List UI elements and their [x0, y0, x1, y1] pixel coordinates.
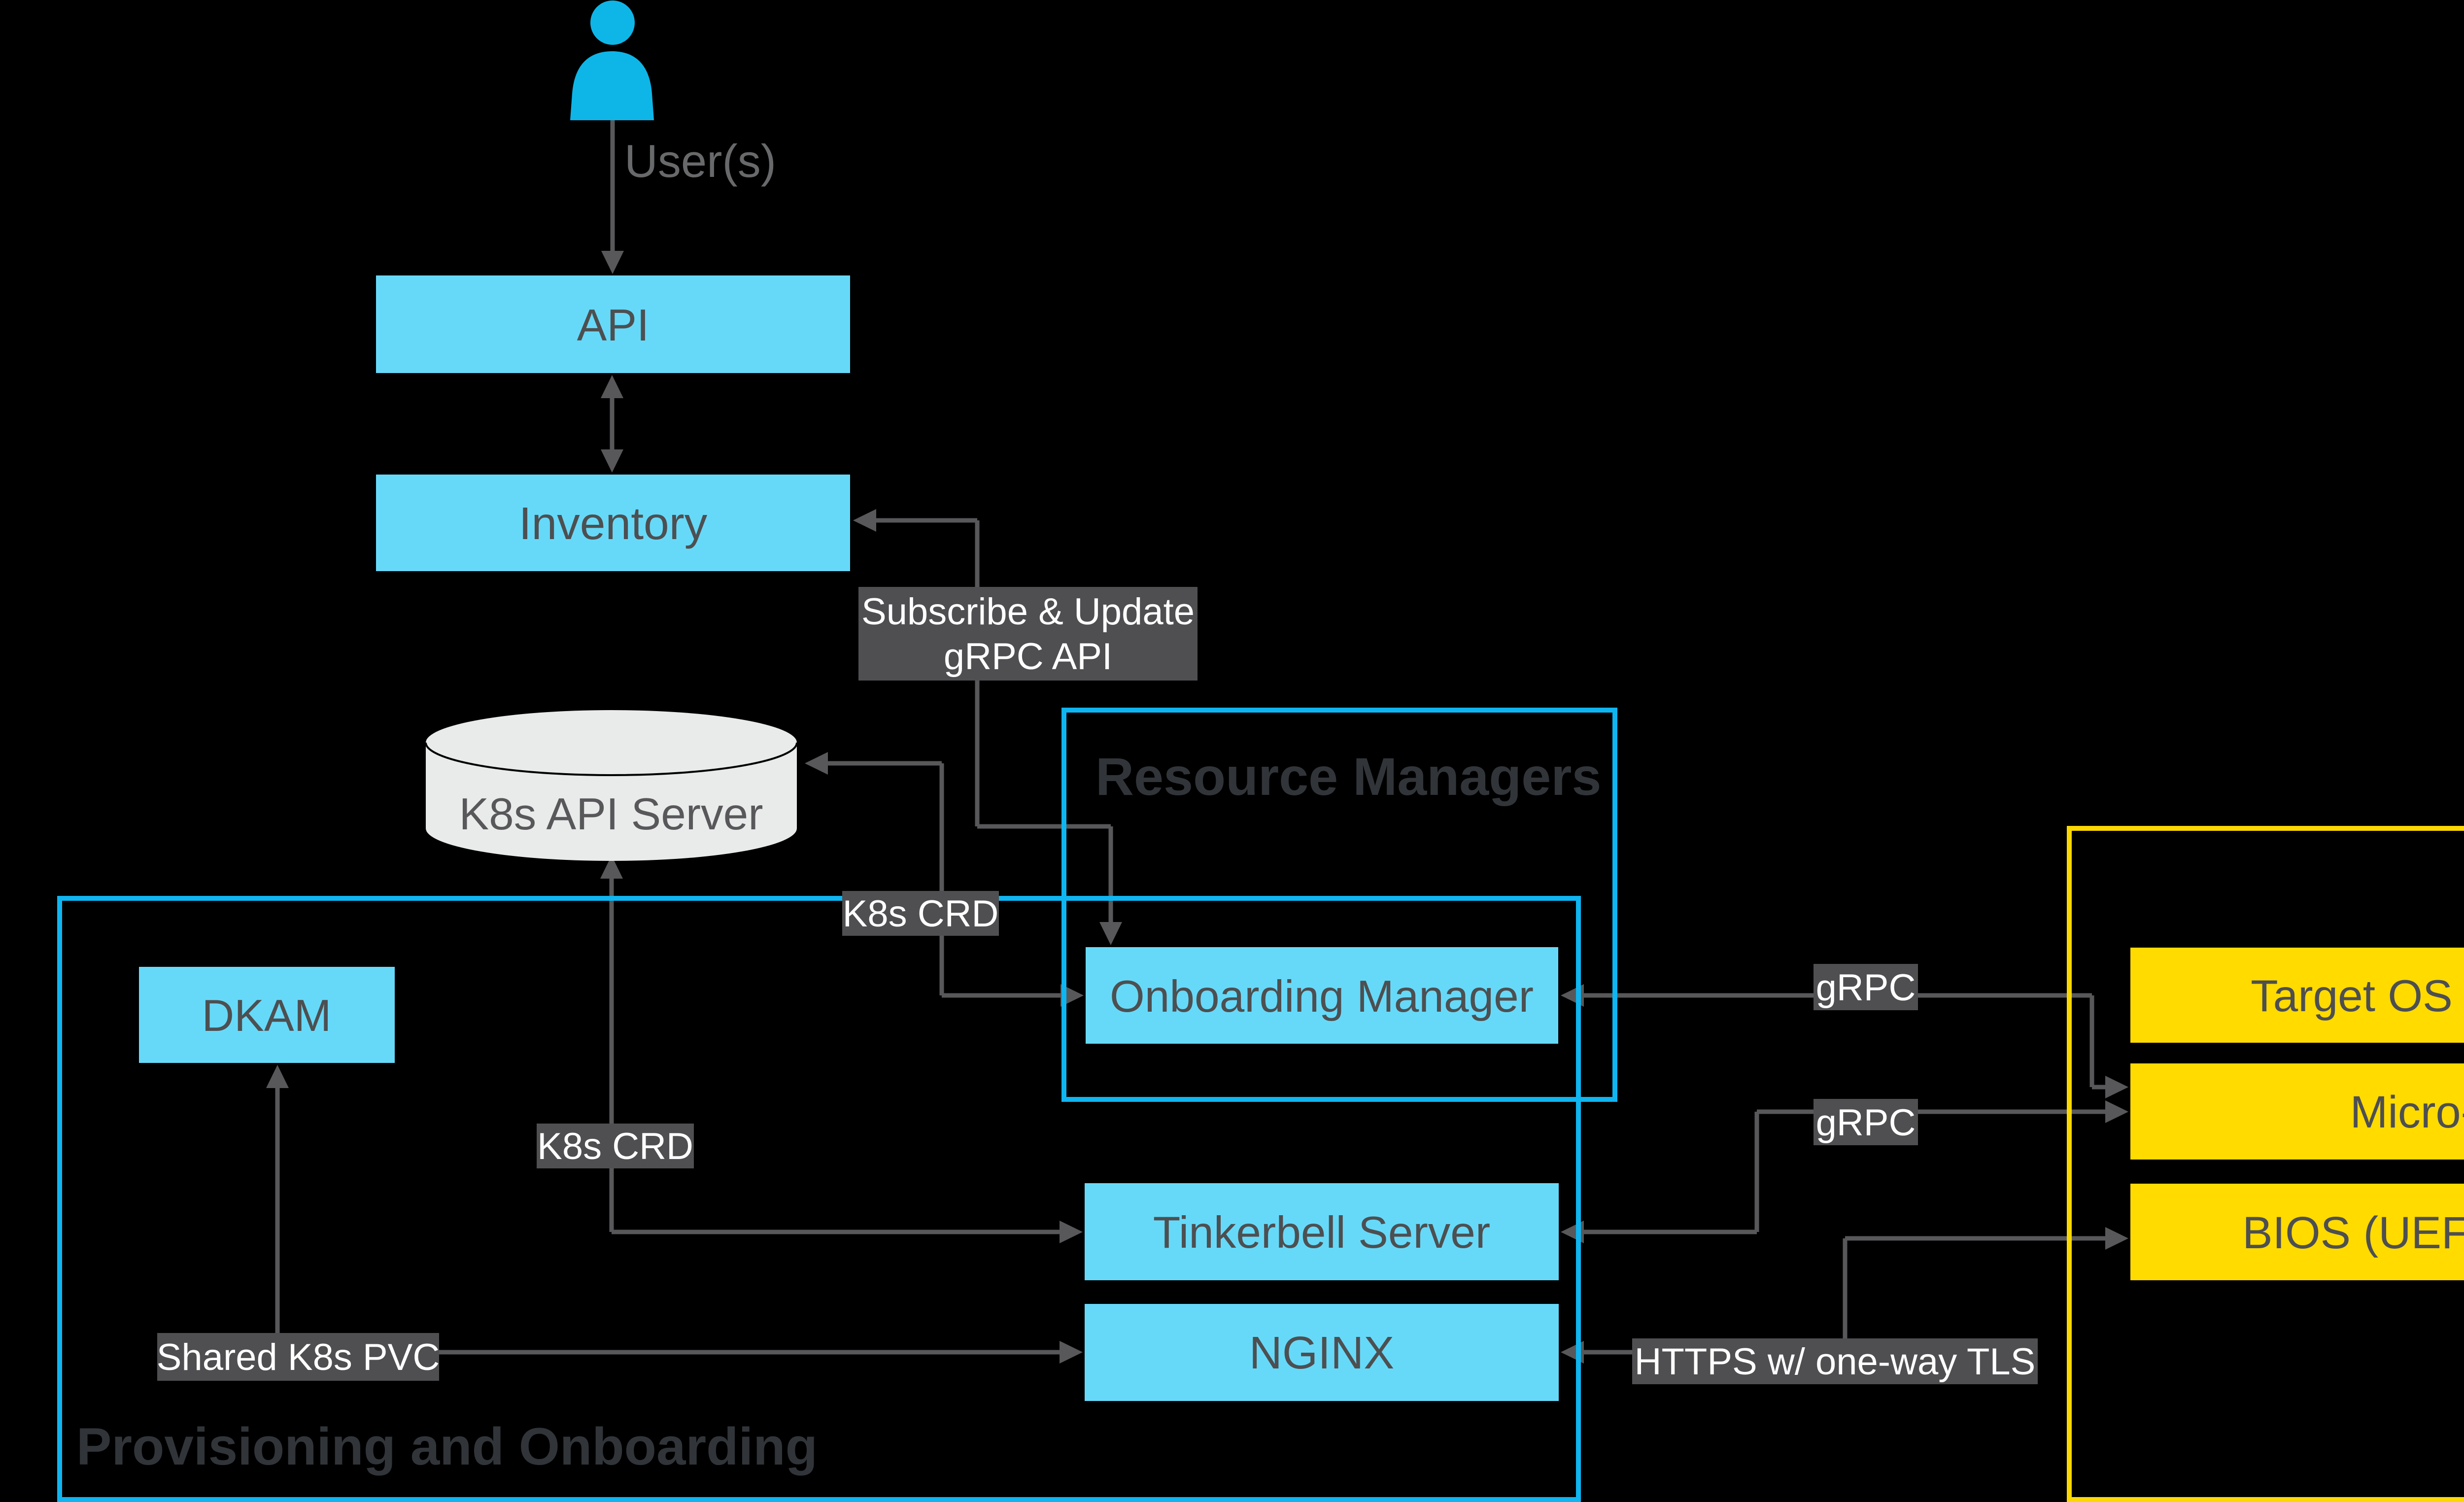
svg-text:Inventory: Inventory: [519, 498, 708, 549]
svg-text:DKAM: DKAM: [202, 991, 332, 1041]
svg-text:Provisioning and Onboarding: Provisioning and Onboarding: [76, 1417, 818, 1476]
svg-text:Shared K8s PVC: Shared K8s PVC: [157, 1336, 440, 1378]
svg-text:Subscribe & Update: Subscribe & Update: [861, 591, 1195, 633]
svg-text:Tinkerbell Server: Tinkerbell Server: [1153, 1208, 1490, 1258]
svg-text:NGINX: NGINX: [1249, 1327, 1395, 1378]
svg-text:Target OS + Agents: Target OS + Agents: [2251, 971, 2464, 1021]
svg-text:gRPC API: gRPC API: [944, 636, 1112, 678]
svg-text:BIOS (UEFI) + iPXE: BIOS (UEFI) + iPXE: [2242, 1208, 2464, 1258]
svg-text:K8s API Server: K8s API Server: [459, 789, 763, 839]
svg-text:gRPC: gRPC: [1816, 1102, 1916, 1144]
svg-text:Onboarding Manager: Onboarding Manager: [1110, 972, 1534, 1022]
svg-text:K8s CRD: K8s CRD: [843, 893, 999, 935]
svg-text:K8s CRD: K8s CRD: [537, 1126, 693, 1167]
svg-text:gRPC: gRPC: [1816, 967, 1916, 1009]
svg-text:Resource Managers: Resource Managers: [1095, 747, 1601, 806]
svg-text:API: API: [577, 301, 650, 350]
svg-text:User(s): User(s): [624, 135, 776, 187]
svg-text:Micro-OS: Micro-OS: [2350, 1087, 2464, 1137]
svg-text:HTTPS w/ one-way TLS: HTTPS w/ one-way TLS: [1635, 1341, 2036, 1383]
